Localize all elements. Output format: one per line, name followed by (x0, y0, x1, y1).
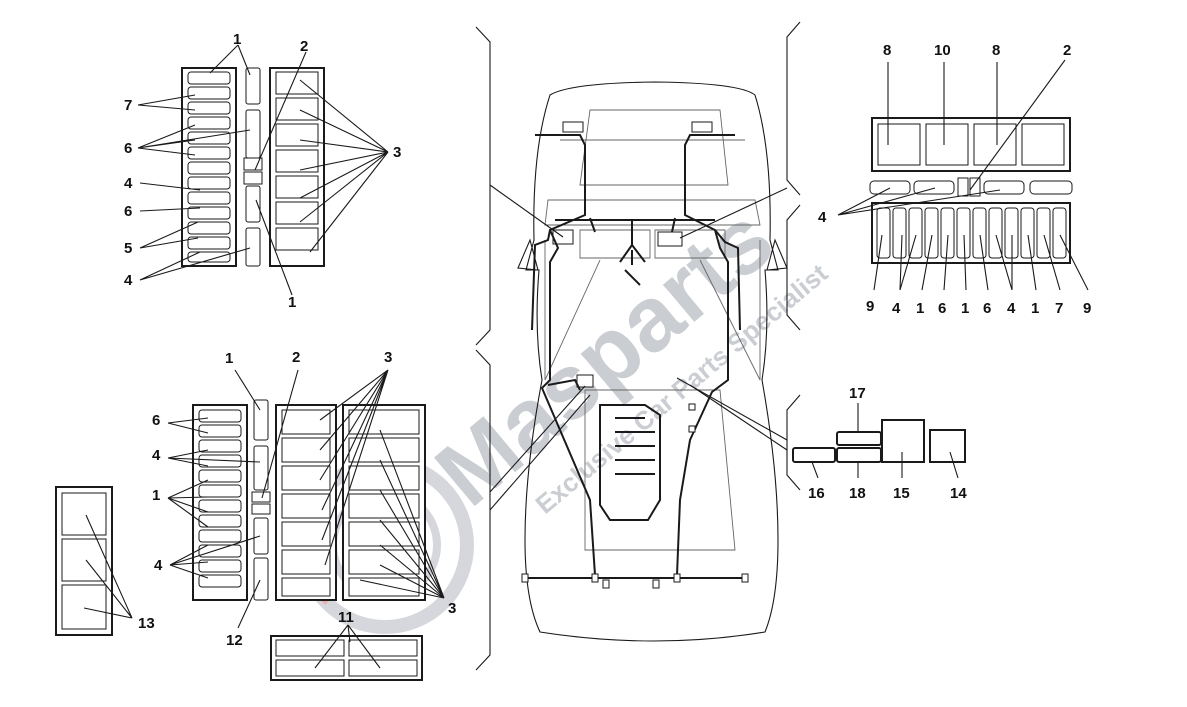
callout-bl-4a: 4 (152, 447, 161, 464)
car-leader-lines (489, 184, 788, 511)
fuse-box-top-left: 1 2 7 3 6 4 6 5 4 1 (124, 31, 401, 311)
callout-tr-8a: 8 (883, 42, 891, 59)
callout-bl-4b: 4 (154, 557, 163, 574)
callout-tr-10: 10 (934, 42, 951, 59)
fuse-box-top-right: 8 10 8 2 4 9 4 1 6 1 6 4 1 7 9 (818, 42, 1091, 317)
callout-tr-9a: 9 (866, 298, 874, 315)
fuse-column-bottom-left (198, 409, 242, 588)
fuse-box-bottom-left: 1 2 3 6 4 1 4 12 13 11 3 (55, 349, 456, 681)
callout-tr-4c: 4 (1007, 300, 1016, 317)
callout-br-14: 14 (950, 485, 967, 502)
callout-tr-1b: 1 (961, 300, 969, 317)
callout-tr-1a: 1 (916, 300, 924, 317)
callout-bl-6: 6 (152, 412, 160, 429)
callout-tr-4b: 4 (892, 300, 901, 317)
callout-br-17: 17 (849, 385, 866, 402)
callout-tr-2: 2 (1063, 42, 1071, 59)
callout-bl-11: 11 (338, 609, 354, 626)
relay-column-right (275, 71, 319, 251)
callout-tl-6b: 6 (124, 203, 132, 220)
callout-br-16: 16 (808, 485, 825, 502)
callout-tl-1b: 1 (288, 294, 296, 311)
relay-columns-bottom-left (281, 409, 420, 597)
callout-tl-5: 5 (124, 240, 132, 257)
callout-bl-12: 12 (226, 632, 243, 649)
callout-bl-3a: 3 (384, 349, 392, 366)
callout-tr-6a: 6 (938, 300, 946, 317)
callout-bl-13: 13 (138, 615, 155, 632)
callout-tl-2: 2 (300, 38, 308, 55)
callout-tr-4: 4 (818, 209, 827, 226)
wiring-harness (521, 134, 749, 589)
callout-bl-1b: 1 (152, 487, 160, 504)
callout-tl-4b: 4 (124, 272, 133, 289)
callout-tr-6b: 6 (983, 300, 991, 317)
fuse-row-top-right (876, 207, 1067, 259)
callout-tl-4a: 4 (124, 175, 133, 192)
callout-tl-6a: 6 (124, 140, 132, 157)
callout-tr-1c: 1 (1031, 300, 1039, 317)
callout-bl-3b: 3 (448, 600, 456, 617)
callout-tr-8b: 8 (992, 42, 1000, 59)
callout-tr-7: 7 (1055, 300, 1063, 317)
callout-bl-2: 2 (292, 349, 300, 366)
callout-tl-1a: 1 (233, 31, 241, 48)
callout-bl-1a: 1 (225, 350, 233, 367)
callout-tr-9b: 9 (1083, 300, 1091, 317)
callout-tl-7: 7 (124, 97, 132, 114)
fuse-column-left (187, 71, 231, 263)
callout-br-18: 18 (849, 485, 866, 502)
modules-bottom-right: 17 16 18 15 14 (792, 385, 967, 502)
callout-tl-3: 3 (393, 144, 401, 161)
callout-br-15: 15 (893, 485, 910, 502)
